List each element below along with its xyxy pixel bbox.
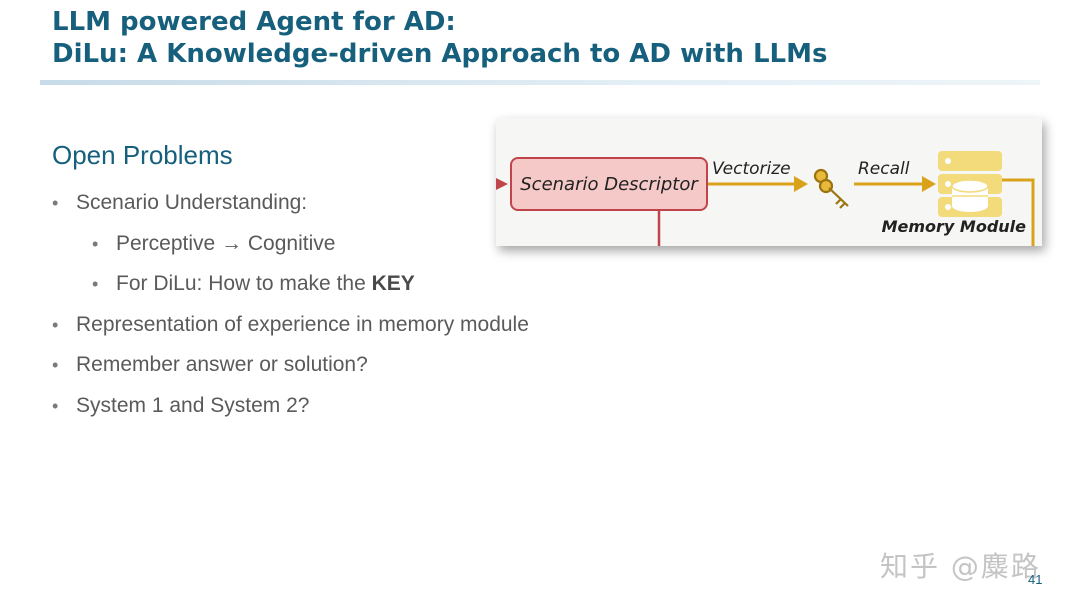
slide-title: LLM powered Agent for AD: DiLu: A Knowle… bbox=[52, 6, 827, 70]
bullet-dot-icon: • bbox=[52, 355, 59, 376]
bullet-item: • Remember answer or solution? bbox=[52, 348, 529, 389]
bullet-dot-icon: • bbox=[92, 233, 99, 254]
bullet-list: • Scenario Understanding: • Perceptive → C… bbox=[52, 186, 529, 430]
memory-module-label: Memory Module bbox=[882, 217, 1027, 236]
bullet-dot-icon: • bbox=[92, 274, 99, 295]
recall-arrowhead bbox=[922, 176, 936, 192]
vectorize-arrowhead bbox=[794, 176, 808, 192]
bullet-text: For DiLu: How to make the bbox=[116, 272, 372, 296]
bullet-dot-icon: • bbox=[52, 395, 59, 416]
slide-title-line-2: DiLu: A Knowledge-driven Approach to AD … bbox=[52, 39, 828, 69]
page-number: 41 bbox=[1028, 572, 1043, 587]
bullet-text: Perceptive → Cognitive bbox=[116, 231, 336, 255]
key-icon bbox=[813, 168, 849, 209]
sub-bullet-item: • Perceptive → Cognitive bbox=[52, 227, 529, 268]
vectorize-label: Vectorize bbox=[712, 159, 791, 179]
database-icon bbox=[938, 151, 1002, 217]
dilu-diagram: Scenario Descriptor Vectorize Recall bbox=[496, 118, 1042, 246]
bullet-text: Remember answer or solution? bbox=[76, 353, 368, 377]
scenario-descriptor-box bbox=[510, 157, 708, 211]
bullet-dot-icon: • bbox=[52, 193, 59, 213]
scenario-descriptor-label: Scenario Descriptor bbox=[520, 174, 699, 195]
sub-bullet-item: • For DiLu: How to make the KEY bbox=[52, 267, 529, 308]
bullet-text: System 1 and System 2? bbox=[76, 393, 310, 417]
bullet-item: • Representation of experience in memory … bbox=[52, 308, 529, 349]
bullet-item: • Scenario Understanding: bbox=[52, 186, 529, 227]
diagram-svg: Scenario Descriptor Vectorize Recall bbox=[496, 151, 1035, 246]
bullet-bold-text: KEY bbox=[371, 272, 415, 296]
title-divider bbox=[40, 80, 1040, 85]
recall-label: Recall bbox=[858, 159, 910, 179]
bullet-text: Representation of experience in memory m… bbox=[76, 312, 529, 336]
bullet-item: • System 1 and System 2? bbox=[52, 389, 529, 430]
memory-output-connector bbox=[1002, 178, 1035, 246]
slide-title-line-1: LLM powered Agent for AD: bbox=[52, 7, 456, 37]
bullet-text: Scenario Understanding: bbox=[76, 191, 308, 214]
watermark: 知乎 @麋路 bbox=[880, 550, 1041, 583]
bullet-dot-icon: • bbox=[52, 314, 59, 335]
section-heading: Open Problems bbox=[52, 140, 233, 170]
incoming-arrow bbox=[496, 178, 508, 190]
